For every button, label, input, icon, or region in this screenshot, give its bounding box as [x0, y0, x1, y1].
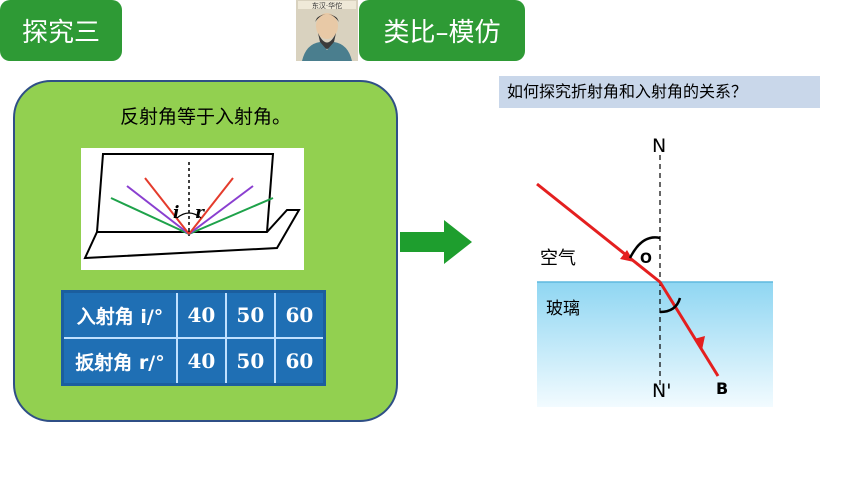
point-b-label: B: [716, 379, 728, 398]
portrait-image: 东汉·华佗: [296, 0, 358, 61]
section-tag-label: 探究三: [21, 18, 100, 48]
reflection-caption: 反射角等于入射角。: [119, 106, 291, 128]
method-tag: 类比–模仿: [359, 0, 525, 61]
refracted-ray-arrowhead: [694, 336, 705, 350]
question-banner: 如何探究折射角和入射角的关系？: [499, 76, 820, 108]
incident-ray: [536, 182, 661, 284]
glass-region: [537, 282, 773, 407]
method-tag-label: 类比–模仿: [383, 18, 501, 48]
table-cell: 50: [224, 337, 276, 386]
normal-bottom-label: N': [652, 380, 671, 402]
portrait-caption: 东汉·华佗: [312, 1, 342, 10]
angle-data-table: 入射角 i/° 40 50 60 扳射角 r/° 40 50 60: [61, 290, 326, 386]
right-arrow-icon: [400, 220, 472, 264]
incident-angle-label: i: [173, 203, 179, 223]
table-cell: 60: [273, 290, 326, 339]
table-cell: 40: [176, 290, 227, 339]
table-row: 扳射角 r/° 40 50 60: [61, 337, 326, 386]
glass-label: 玻璃: [546, 299, 580, 319]
section-tag: 探究三: [0, 0, 122, 61]
table-cell: 60: [273, 337, 326, 386]
table-row-header: 扳射角 r/°: [61, 337, 178, 386]
refracted-ray: [658, 281, 720, 377]
point-o-label: O: [640, 251, 652, 267]
reflection-figure: i r: [81, 148, 304, 270]
table-cell: 50: [224, 290, 276, 339]
air-label: 空气: [540, 248, 576, 269]
table-cell: 40: [176, 337, 227, 386]
refraction-diagram: N N' O B 空气 玻璃: [530, 130, 780, 415]
table-row: 入射角 i/° 40 50 60: [61, 290, 326, 339]
incident-ray-arrowhead: [620, 250, 634, 262]
reflected-angle-label: r: [195, 203, 205, 223]
reflection-panel: 反射角等于入射角。 i r 入射角 i/° 40: [13, 80, 398, 422]
normal-top-label: N: [652, 135, 666, 157]
table-row-header: 入射角 i/°: [61, 290, 178, 339]
